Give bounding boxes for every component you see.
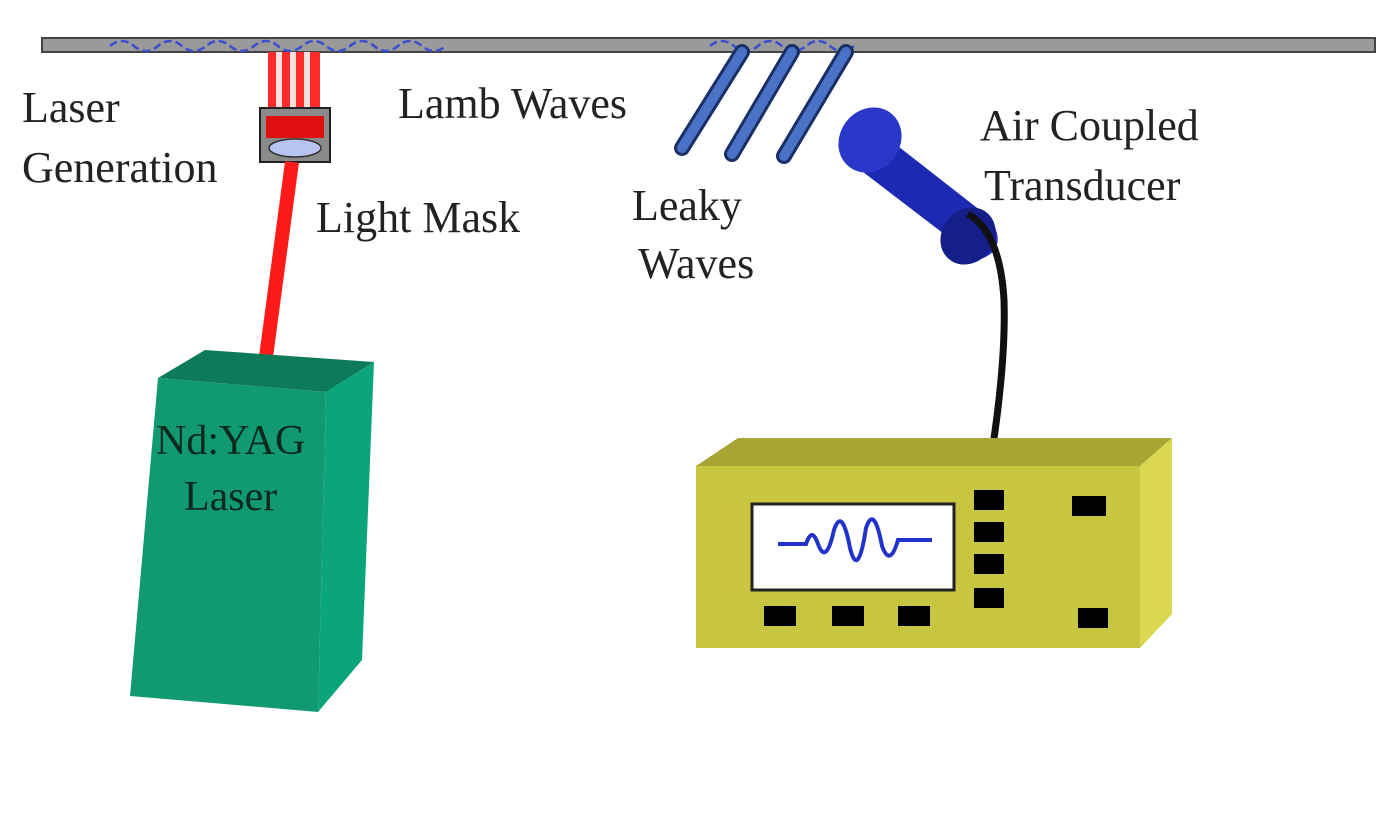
instrument-button [764, 606, 796, 626]
label-laser-generation-1: Laser [22, 83, 120, 132]
instrument-button [1072, 496, 1106, 516]
laser-box-side [318, 362, 374, 712]
label-air-coupled-1: Air Coupled [980, 101, 1199, 150]
instrument-button [898, 606, 930, 626]
leaky-waves [674, 44, 854, 164]
receiver-instrument [696, 438, 1172, 648]
instrument-screen [750, 502, 956, 592]
label-air-coupled-2: Transducer [984, 161, 1181, 210]
transducer-cable [966, 210, 1008, 453]
laser-box-front [130, 378, 326, 712]
instrument-button [974, 522, 1004, 542]
transducer-face [838, 107, 902, 173]
instrument-button [1078, 608, 1108, 628]
instrument-button [974, 490, 1004, 510]
screen-waveform [778, 517, 932, 563]
label-ndyag-1: Nd:YAG [156, 418, 305, 464]
label-lamb-waves: Lamb Waves [398, 79, 627, 128]
laser-beam [257, 161, 299, 373]
light-mask-assembly [259, 52, 331, 163]
instrument-side [1140, 438, 1172, 648]
instrument-button [974, 554, 1004, 574]
mask-lens [268, 138, 322, 158]
label-light-mask: Light Mask [316, 193, 520, 242]
ndyag-laser-box [130, 350, 374, 712]
instrument-button [974, 588, 1004, 608]
label-ndyag-2: Laser [184, 474, 277, 520]
laser-box-top [158, 350, 374, 392]
label-laser-generation-2: Generation [22, 143, 217, 192]
lamb-wave-ripple-left [109, 39, 447, 53]
instrument-top [696, 438, 1172, 466]
label-leaky-waves-2: Waves [638, 239, 754, 288]
lamb-wave-ripple-right [709, 39, 855, 53]
instrument-button [832, 606, 864, 626]
label-leaky-waves-1: Leaky [632, 181, 742, 230]
